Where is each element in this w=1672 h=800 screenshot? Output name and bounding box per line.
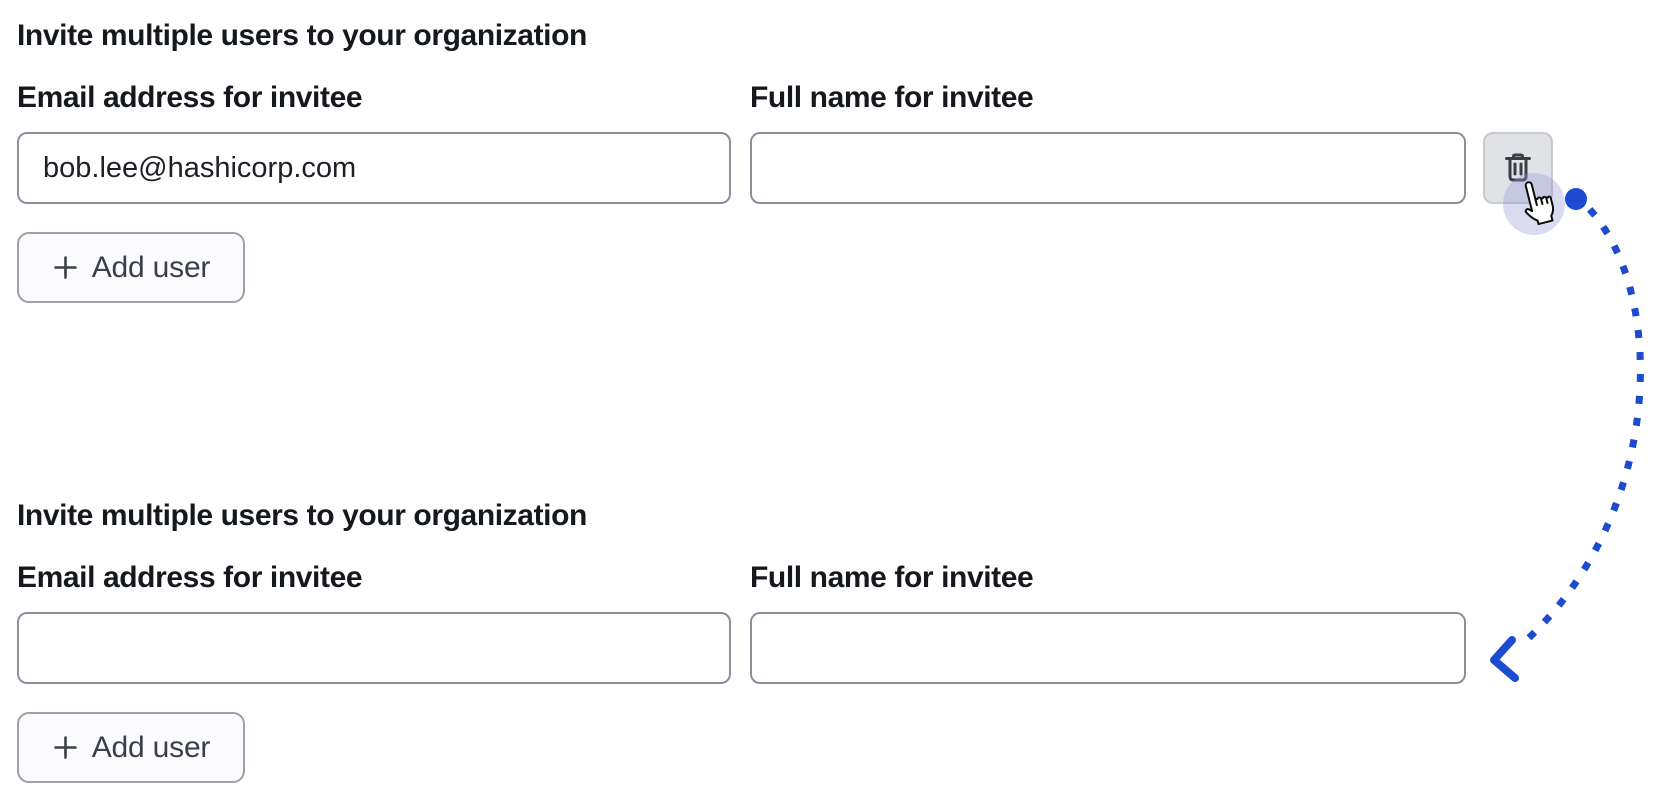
plus-icon bbox=[52, 734, 79, 761]
email-field[interactable] bbox=[17, 612, 731, 684]
name-label: Full name for invitee bbox=[750, 561, 1034, 594]
add-user-button[interactable]: Add user bbox=[17, 232, 245, 303]
invite-form-before: Invite multiple users to your organizati… bbox=[0, 20, 1672, 320]
email-label: Email address for invitee bbox=[17, 81, 363, 114]
plus-icon bbox=[52, 254, 79, 281]
add-user-button[interactable]: Add user bbox=[17, 712, 245, 783]
form-heading: Invite multiple users to your organizati… bbox=[17, 499, 587, 532]
add-user-label: Add user bbox=[91, 250, 211, 284]
full-name-field[interactable] bbox=[750, 132, 1466, 204]
delete-row-button[interactable] bbox=[1483, 132, 1553, 204]
form-heading: Invite multiple users to your organizati… bbox=[17, 19, 587, 52]
invite-form-after: Invite multiple users to your organizati… bbox=[0, 500, 1672, 800]
add-user-label: Add user bbox=[91, 730, 211, 764]
email-field[interactable] bbox=[17, 132, 731, 204]
email-label: Email address for invitee bbox=[17, 561, 363, 594]
name-label: Full name for invitee bbox=[750, 81, 1034, 114]
trash-icon bbox=[1500, 150, 1536, 186]
full-name-field[interactable] bbox=[750, 612, 1466, 684]
